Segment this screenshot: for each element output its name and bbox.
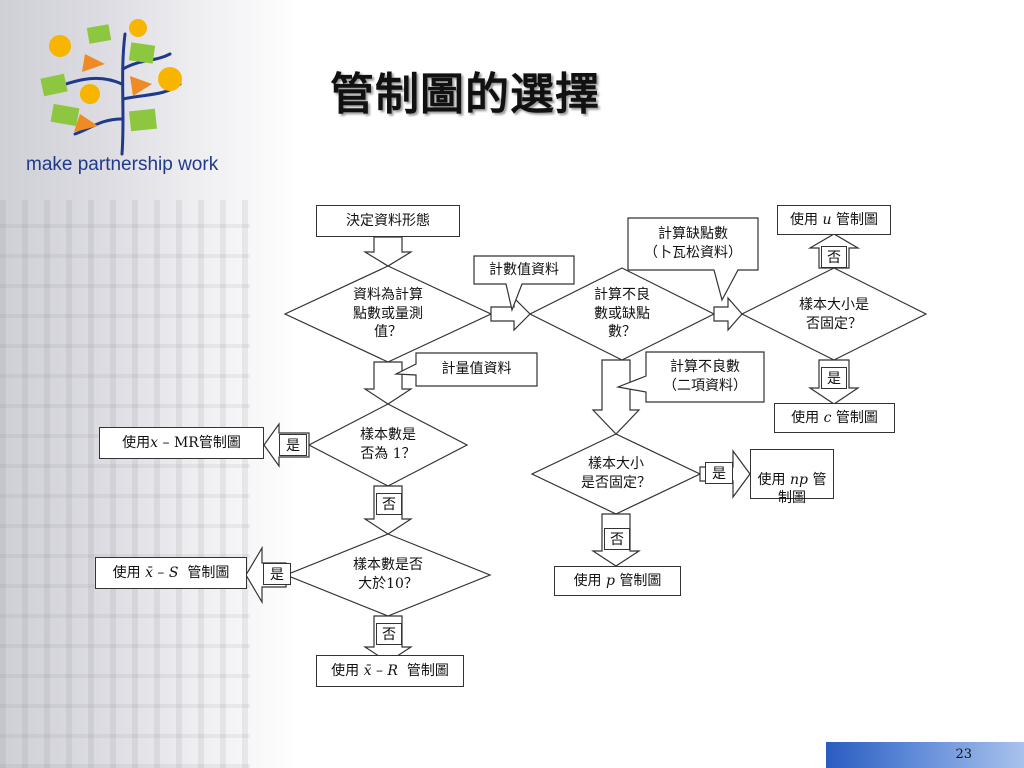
decision-n-greater-ten: 樣本數是否 大於10？ <box>353 557 423 592</box>
result-u-post: 管制圖 <box>835 211 878 228</box>
result-xmr-var: x <box>150 434 159 451</box>
page-number: 23 <box>955 747 972 762</box>
callout-measure-data: 計量值資料 <box>441 361 512 378</box>
callout-count-data: 計數值資料 <box>489 261 559 278</box>
result-u-pre: 使用 <box>790 211 819 228</box>
result-c-pre: 使用 <box>791 409 820 426</box>
slide-title: 管制圖的選擇 <box>330 69 600 120</box>
logo-graphic <box>40 19 182 156</box>
arrow-right-2 <box>713 296 743 332</box>
result-p-post: 管制圖 <box>619 572 662 589</box>
result-u-chart: 使用 u 管制圖 <box>777 205 891 235</box>
result-x-r-chart: 使用 x̄ – R 管制圖 <box>316 655 464 687</box>
decision-fixed-sample-np: 樣本大小 是否固定？ <box>581 456 651 491</box>
label-no-p: 否 <box>604 528 630 550</box>
label-no-u: 否 <box>821 246 847 268</box>
result-xr-post: 管制圖 <box>406 662 449 679</box>
result-c-post: 管制圖 <box>835 409 878 426</box>
result-np-var: np <box>790 472 808 489</box>
label-yes-xmr: 是 <box>279 434 307 456</box>
footer-bar: 23 <box>826 742 1024 768</box>
result-xs-post: 管制圖 <box>187 564 230 581</box>
result-np-pre: 使用 <box>757 472 786 489</box>
result-p-var: p <box>606 572 615 589</box>
arrow-down-1 <box>362 236 414 267</box>
callout-binomial-shape <box>615 351 765 403</box>
result-xs-var: x̄ – S <box>145 564 179 581</box>
label-yes-np: 是 <box>705 462 733 484</box>
label-yes-xs: 是 <box>263 563 291 585</box>
callout-poisson-shape <box>627 217 759 302</box>
callout-count-shape <box>473 255 575 313</box>
arrow-down-2 <box>362 361 414 405</box>
decision-data-type: 資料為計算 點數或量測 值？ <box>353 286 423 341</box>
callout-poisson-data: 計算缺點數 （卜瓦松資料） <box>644 226 742 261</box>
result-xr-pre: 使用 <box>331 662 360 679</box>
result-x-s-chart: 使用 x̄ – S 管制圖 <box>95 557 247 589</box>
label-no-n1: 否 <box>376 493 402 515</box>
result-c-var: c <box>823 409 832 426</box>
result-p-pre: 使用 <box>573 572 602 589</box>
result-u-var: u <box>822 211 832 228</box>
decision-defect-type: 計算不良 數或缺點 數？ <box>594 286 650 341</box>
decision-n-is-one: 樣本數是 否為 1？ <box>360 427 416 462</box>
result-xr-var: x̄ – R <box>363 662 398 679</box>
arrow-down-5 <box>591 359 641 435</box>
callout-measure-shape <box>393 352 538 387</box>
result-np-post: 管 制圖 <box>778 472 827 507</box>
result-np-chart: 使用 np 管 制圖 <box>750 449 834 506</box>
result-p-chart: 使用 p 管制圖 <box>554 566 681 596</box>
result-xmr-pre: 使用 <box>122 434 151 451</box>
decision-fixed-sample-u: 樣本大小是 否固定？ <box>799 297 869 332</box>
result-xmr-post: – MR管制圖 <box>162 434 241 451</box>
callout-binomial-data: 計算不良數 （二項資料） <box>663 359 747 394</box>
start-box: 決定資料形態 <box>316 205 460 237</box>
label-yes-c: 是 <box>821 367 847 389</box>
result-xs-pre: 使用 <box>112 564 141 581</box>
result-c-chart: 使用 c 管制圖 <box>774 403 895 433</box>
label-no-n10: 否 <box>376 623 402 645</box>
logo-tagline: make partnership work <box>26 154 219 175</box>
